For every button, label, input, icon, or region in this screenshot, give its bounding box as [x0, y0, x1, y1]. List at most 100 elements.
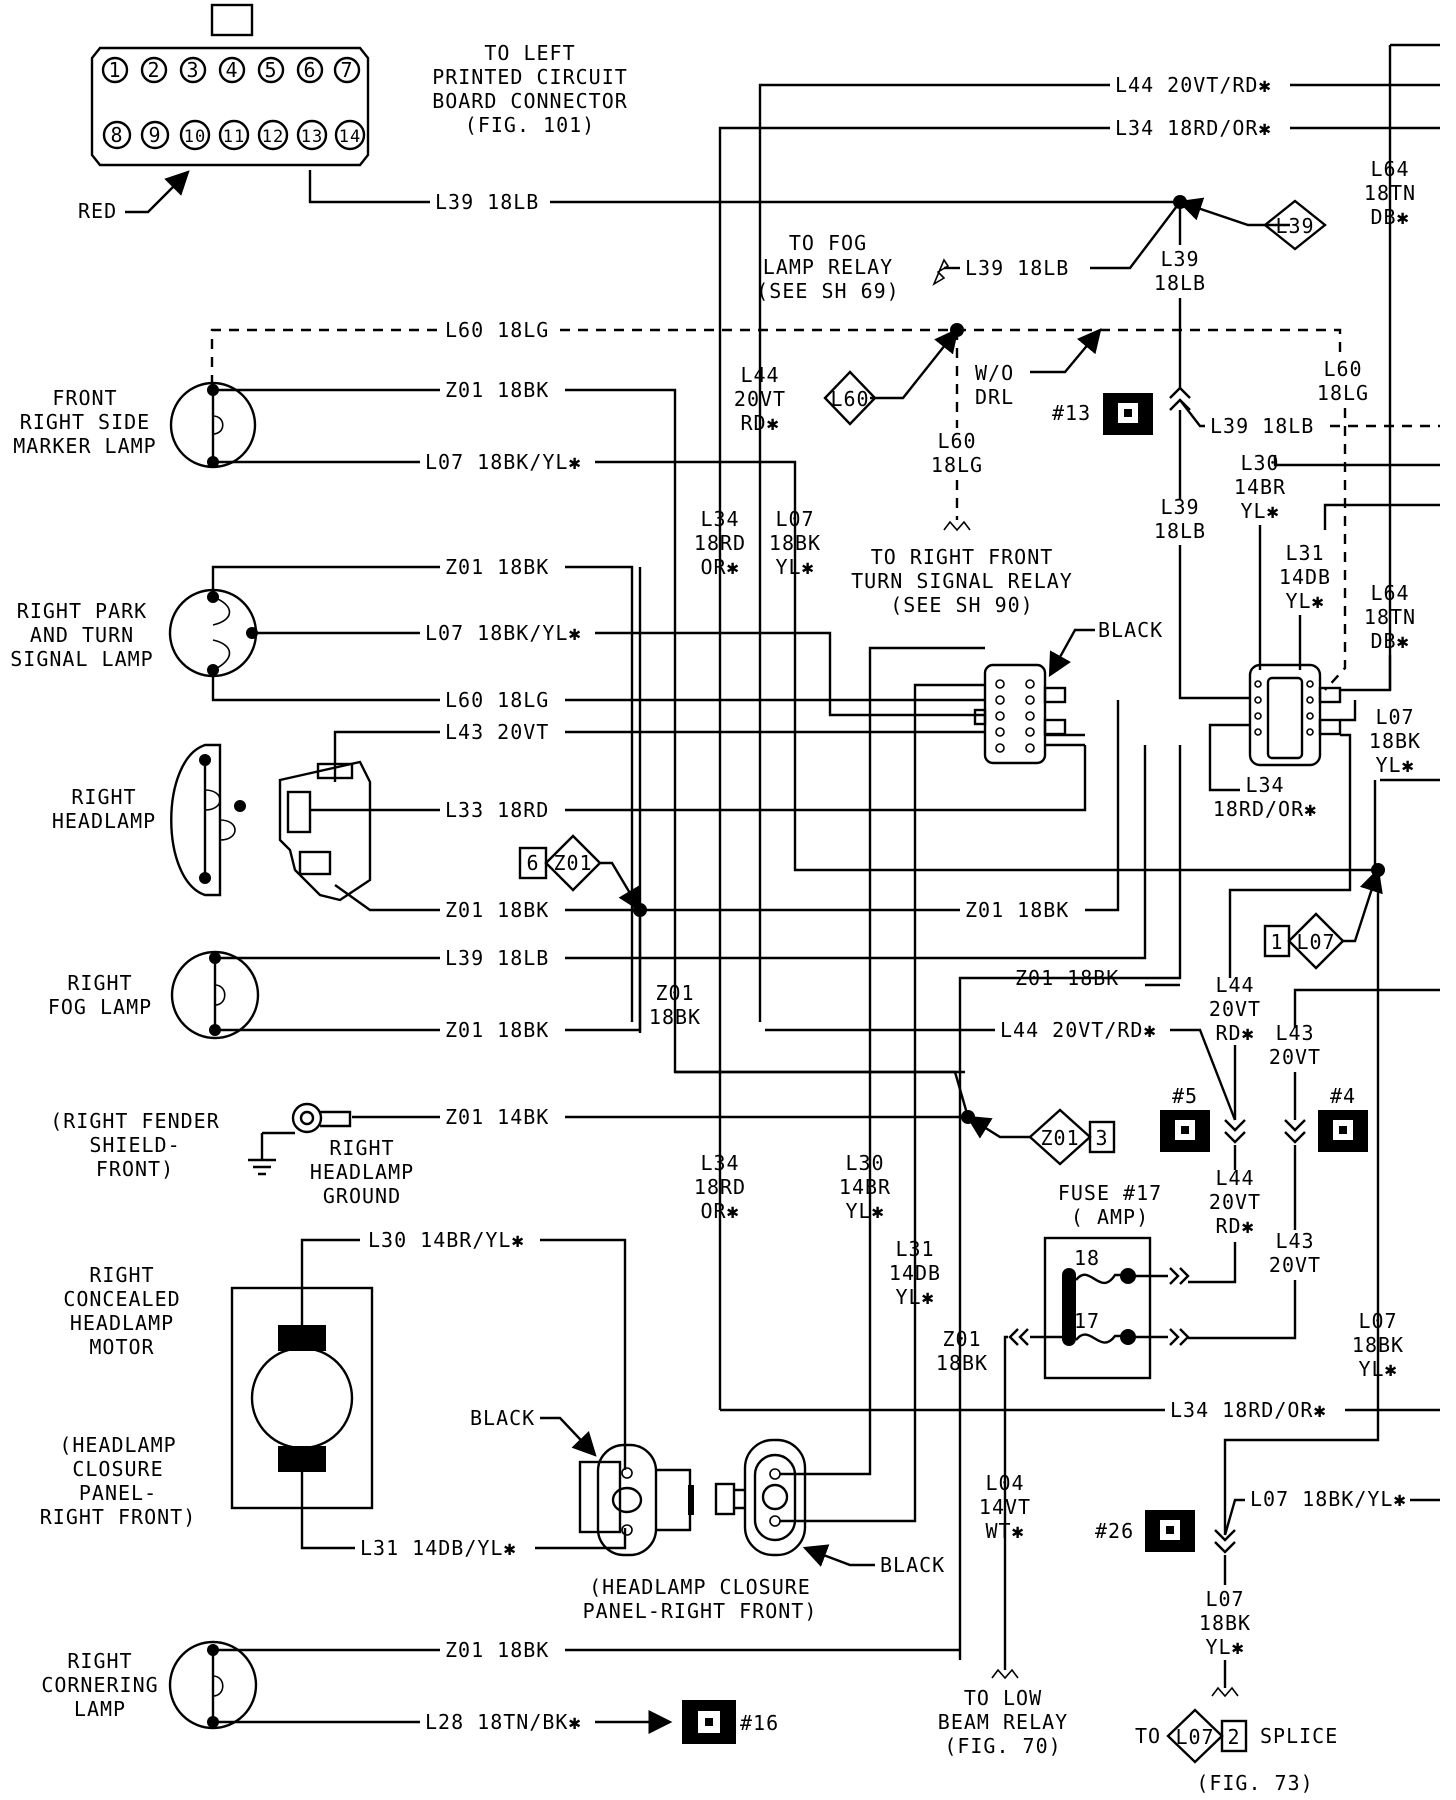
- l44-lower: RD✱: [1215, 1214, 1254, 1238]
- l30-low: YL✱: [845, 1199, 884, 1223]
- wire-l60: L60 18LG: [445, 318, 549, 342]
- pin-label: 5: [264, 58, 277, 82]
- l44-mid: 20VT: [734, 387, 786, 411]
- l60-vert: 18LG: [931, 453, 983, 477]
- connector-color: RED: [78, 199, 117, 223]
- fog-relay-label: LAMP RELAY: [763, 255, 893, 279]
- l07-mid: YL✱: [775, 555, 814, 579]
- pin-label: 12: [262, 127, 284, 147]
- l31-low: YL✱: [895, 1285, 934, 1309]
- l39-right: L39 18LB: [1210, 414, 1314, 438]
- l60-right: 18LG: [1317, 381, 1369, 405]
- z01-mid: 18BK: [649, 1005, 701, 1029]
- l60-right: L60: [1323, 357, 1362, 381]
- closure-connectors: BLACK BLACK (HEADLAMP CLOSURE PANEL-RIGH…: [470, 1406, 945, 1623]
- l43-lower: 20VT: [1269, 1253, 1321, 1277]
- right-lower-wires: L44 20VT RD✱ L44 20VT/RD✱ L43 20VT #5 #4…: [765, 973, 1440, 1340]
- l04-label: L04: [985, 1471, 1024, 1495]
- turn-relay: TURN SIGNAL RELAY: [851, 569, 1073, 593]
- splice-l39: L39: [1177, 197, 1327, 251]
- splice-num: 3: [1095, 1126, 1108, 1150]
- wire-z01: Z01 18BK: [445, 378, 549, 402]
- wire-z01-14: Z01 14BK: [445, 1105, 549, 1129]
- wire-l34: L34 18RD/OR✱: [1115, 116, 1272, 140]
- l44-mid: L44: [740, 363, 779, 387]
- l43-lower: L43: [1275, 1229, 1314, 1253]
- l44-lower: 20VT: [1209, 1190, 1261, 1214]
- wo-drl: DRL: [975, 385, 1014, 409]
- fuse-pin: 18: [1074, 1246, 1100, 1270]
- bottom-l07-right: L07 18BK/YL✱: [1250, 1487, 1407, 1511]
- connector-title: PRINTED CIRCUIT: [432, 65, 628, 89]
- top-wires: L44 20VT/RD✱ L34 18RD/OR✱ L39 18LB L64 1…: [308, 43, 1440, 1410]
- shield-label: (RIGHT FENDER: [50, 1109, 220, 1133]
- ground-label: HEADLAMP: [310, 1160, 414, 1184]
- l31-label: L31: [1285, 541, 1324, 565]
- wire-l44: L44 20VT/RD✱: [1115, 73, 1272, 97]
- wire-z01: Z01 18BK: [445, 1018, 549, 1042]
- lamp-label: FRONT: [52, 386, 117, 410]
- z01-low: Z01: [942, 1327, 981, 1351]
- connector-title: BOARD CONNECTOR: [432, 89, 628, 113]
- right-park-turn-lamp: RIGHT PARK AND TURN SIGNAL LAMP Z01 18BK…: [10, 555, 985, 1022]
- l34-low: OR✱: [700, 1199, 739, 1223]
- l30-low: 14BR: [839, 1175, 891, 1199]
- l07-right-vert: L07: [1358, 1309, 1397, 1333]
- panel-label: PANEL-RIGHT FRONT): [583, 1599, 818, 1623]
- low-beam: (FIG. 70): [944, 1734, 1061, 1758]
- l31-label: YL✱: [1285, 589, 1324, 613]
- splice-l60: L60: [830, 387, 869, 411]
- right-headlamp-ground: (RIGHT FENDER SHIELD- FRONT) RIGHT HEADL…: [50, 1070, 975, 1208]
- lamp-label: HEADLAMP: [52, 809, 156, 833]
- pin-label: 4: [225, 58, 238, 82]
- pin-label: 9: [148, 123, 161, 147]
- lamp-label: MARKER LAMP: [13, 434, 156, 458]
- bottom-l34: L34 18RD/OR✱: [1170, 1398, 1327, 1422]
- l60-dashed: L60 18LG L60 W/O DRL L60 18LG TO RIGHT F…: [210, 318, 1440, 691]
- l07-low: 18BK: [1199, 1611, 1251, 1635]
- ground-label: GROUND: [323, 1184, 401, 1208]
- fig73: (FIG. 73): [1196, 1771, 1313, 1795]
- fuse-title: ( AMP): [1071, 1205, 1149, 1229]
- lamp-label: SIGNAL LAMP: [10, 647, 153, 671]
- motor-sub: CLOSURE: [72, 1457, 163, 1481]
- l64-right: DB✱: [1370, 629, 1409, 653]
- l07-low: L07: [1205, 1587, 1244, 1611]
- lower-vertical-labels: L34 18RD OR✱ L30 14BR YL✱ L31 14DB YL✱ Z…: [694, 1151, 1030, 1543]
- splice-word: SPLICE: [1260, 1724, 1338, 1748]
- wire-l07: L07 18BK/YL✱: [425, 450, 582, 474]
- z01-right: Z01 18BK: [1015, 966, 1119, 990]
- low-beam: TO LOW: [964, 1686, 1042, 1710]
- l43-vert: 20VT: [1269, 1045, 1321, 1069]
- motor-sub: (HEADLAMP: [59, 1433, 176, 1457]
- ground-label: RIGHT: [329, 1136, 394, 1160]
- l34-mid: 18RD: [694, 531, 746, 555]
- wire-l39: L39 18LB: [435, 190, 539, 214]
- l07-low: YL✱: [1205, 1635, 1244, 1659]
- connector-16: #16: [740, 1711, 779, 1735]
- pin-label: 10: [184, 127, 206, 147]
- black-left: BLACK: [470, 1406, 535, 1430]
- splice-num: 1: [1270, 930, 1283, 954]
- splice-name: L07: [1296, 930, 1335, 954]
- splice-label: L39: [1275, 214, 1314, 238]
- connector-26: #26: [1095, 1519, 1134, 1543]
- splice-z01-3: Z01 3: [965, 1108, 1116, 1166]
- wire-z01: Z01 18BK: [445, 898, 549, 922]
- fog-relay-wire: L39 18LB: [965, 256, 1069, 280]
- l34-right: 18RD/OR✱: [1213, 797, 1317, 821]
- z01-mid: Z01: [655, 981, 694, 1005]
- motor-sub: RIGHT FRONT): [40, 1505, 197, 1529]
- l64-right: L64: [1370, 581, 1409, 605]
- wire-l28: L28 18TN/BK✱: [425, 1710, 582, 1734]
- black-right: BLACK: [880, 1553, 945, 1577]
- l31-low: L31: [895, 1237, 934, 1261]
- splice-num: 2: [1227, 1725, 1240, 1749]
- lamp-label: AND TURN: [30, 623, 134, 647]
- lamp-label: RIGHT: [67, 1649, 132, 1673]
- l64-label: 18TN: [1364, 181, 1416, 205]
- l39-vert: 18LB: [1154, 519, 1206, 543]
- splice-l07-1: 1 L07: [1263, 867, 1383, 970]
- lamp-label: RIGHT: [67, 971, 132, 995]
- l07-mid: 18BK: [769, 531, 821, 555]
